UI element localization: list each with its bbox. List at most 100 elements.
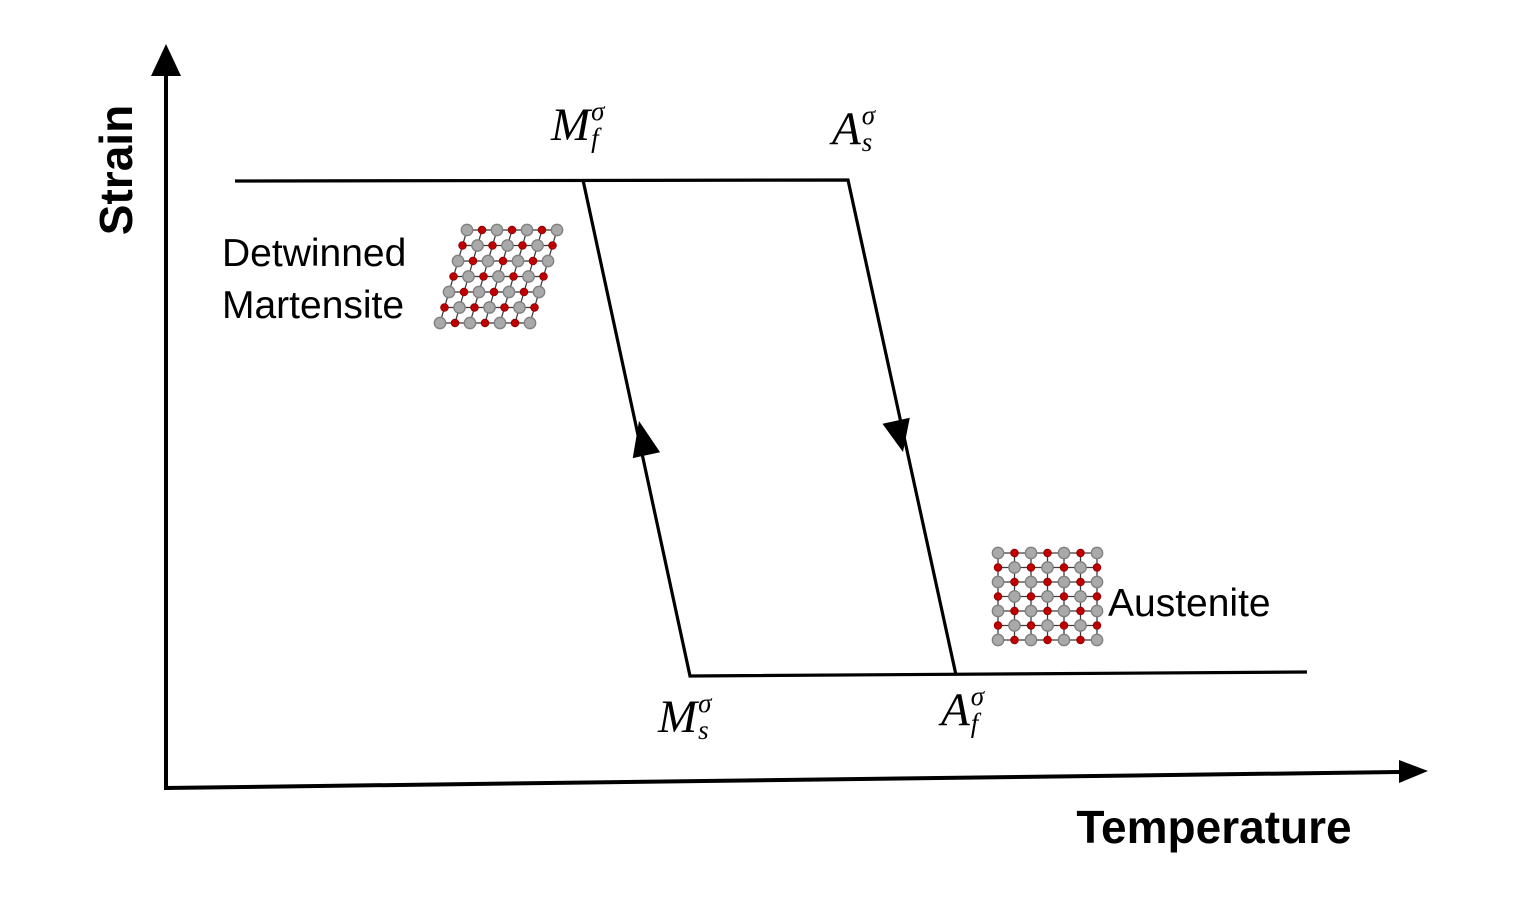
ms-base: M xyxy=(658,691,698,743)
y-axis-label: Strain xyxy=(90,104,142,236)
af-base: A xyxy=(941,684,970,736)
x-axis xyxy=(163,770,1402,790)
red-atom xyxy=(510,318,520,328)
gray-atom xyxy=(1090,575,1104,589)
gray-atom xyxy=(511,254,525,268)
red-atom xyxy=(449,272,458,281)
red-atom xyxy=(993,592,1003,601)
red-atom xyxy=(458,241,467,250)
gray-atom xyxy=(991,575,1005,589)
red-atom xyxy=(489,287,499,297)
gray-atom xyxy=(483,301,496,314)
red-atom xyxy=(539,272,548,281)
gray-atom xyxy=(991,604,1005,618)
red-atom xyxy=(1092,563,1102,572)
mf-base: M xyxy=(551,99,591,151)
red-atom xyxy=(1010,635,1019,645)
gray-atom xyxy=(1008,561,1021,574)
gray-atom xyxy=(1041,590,1054,603)
gray-atom xyxy=(1074,590,1087,603)
sheared-atom-lattice-icon xyxy=(433,223,564,330)
gray-atom xyxy=(490,223,504,237)
square-atom-lattice-icon xyxy=(991,546,1104,647)
red-atom xyxy=(470,303,479,312)
red-atom xyxy=(488,241,497,250)
gray-atom xyxy=(1090,604,1104,618)
gray-atom xyxy=(523,316,537,330)
red-atom xyxy=(1059,563,1069,572)
gray-atom xyxy=(1074,561,1087,574)
gray-atom xyxy=(513,301,526,314)
gray-atom xyxy=(1024,575,1038,589)
gray-atom xyxy=(1008,590,1021,603)
red-atom xyxy=(477,225,487,235)
upper-plateau-and-heating-branch xyxy=(234,178,958,676)
gray-atom xyxy=(531,239,544,252)
up-slope-arrow-icon xyxy=(632,421,661,459)
gray-atom xyxy=(550,223,564,237)
red-atom xyxy=(450,318,460,328)
gray-atom xyxy=(442,285,456,299)
red-atom xyxy=(1026,621,1036,630)
red-atom xyxy=(1092,621,1102,630)
austenite-start-label: A σ s xyxy=(832,102,875,156)
red-atom xyxy=(1026,592,1036,601)
gray-atom xyxy=(1074,619,1087,632)
gray-atom xyxy=(991,633,1005,647)
gray-atom xyxy=(502,285,516,299)
martensite-label-line2: Martensite xyxy=(222,283,405,327)
martensite-label: Detwinned Martensite xyxy=(222,228,406,332)
cooling-branch-and-lower-plateau xyxy=(581,179,1308,678)
ms-superscript: σ xyxy=(698,688,712,718)
red-atom xyxy=(1043,577,1052,587)
red-atom xyxy=(518,241,527,250)
austenite-label: Austenite xyxy=(1108,582,1271,625)
red-atom xyxy=(440,303,449,312)
gray-atom xyxy=(453,301,466,314)
red-atom xyxy=(1076,606,1085,616)
red-atom xyxy=(1010,548,1019,558)
red-atom xyxy=(548,241,557,250)
gray-atom xyxy=(481,254,495,268)
red-atom xyxy=(1043,635,1052,645)
gray-atom xyxy=(451,254,465,268)
gray-atom xyxy=(1057,575,1071,589)
red-atom xyxy=(1092,592,1102,601)
gray-atom xyxy=(520,223,534,237)
gray-atom xyxy=(991,546,1005,560)
gray-atom xyxy=(1057,604,1071,618)
gray-atom xyxy=(1008,619,1021,632)
red-atom xyxy=(530,303,539,312)
martensite-label-line1: Detwinned xyxy=(222,232,407,275)
red-atom xyxy=(1076,577,1085,587)
austenite-finish-label: A σ f xyxy=(941,683,984,737)
red-atom xyxy=(528,256,538,266)
red-atom xyxy=(459,287,469,297)
x-axis-label: Temperature xyxy=(1076,801,1352,853)
red-atom xyxy=(500,303,509,312)
gray-atom xyxy=(532,285,546,299)
gray-atom xyxy=(1057,546,1071,560)
martensite-start-label: M σ s xyxy=(658,690,711,745)
red-atom xyxy=(1059,621,1069,630)
red-atom xyxy=(468,256,478,266)
red-atom xyxy=(1026,563,1036,572)
red-atom xyxy=(1010,577,1019,587)
gray-atom xyxy=(522,270,535,283)
red-atom xyxy=(1059,592,1069,601)
red-atom xyxy=(507,225,517,235)
mf-subscript: f xyxy=(591,123,599,153)
as-superscript: σ xyxy=(861,100,876,130)
gray-atom xyxy=(493,316,507,330)
gray-atom xyxy=(1041,561,1054,574)
gray-atom xyxy=(1057,633,1071,647)
red-atom xyxy=(480,318,490,328)
gray-atom xyxy=(462,270,475,283)
red-atom xyxy=(1076,635,1085,645)
ms-subscript: s xyxy=(698,715,709,745)
up-arrow-icon xyxy=(151,44,181,76)
down-slope-arrow-icon xyxy=(882,417,910,452)
gray-atom xyxy=(433,316,447,330)
